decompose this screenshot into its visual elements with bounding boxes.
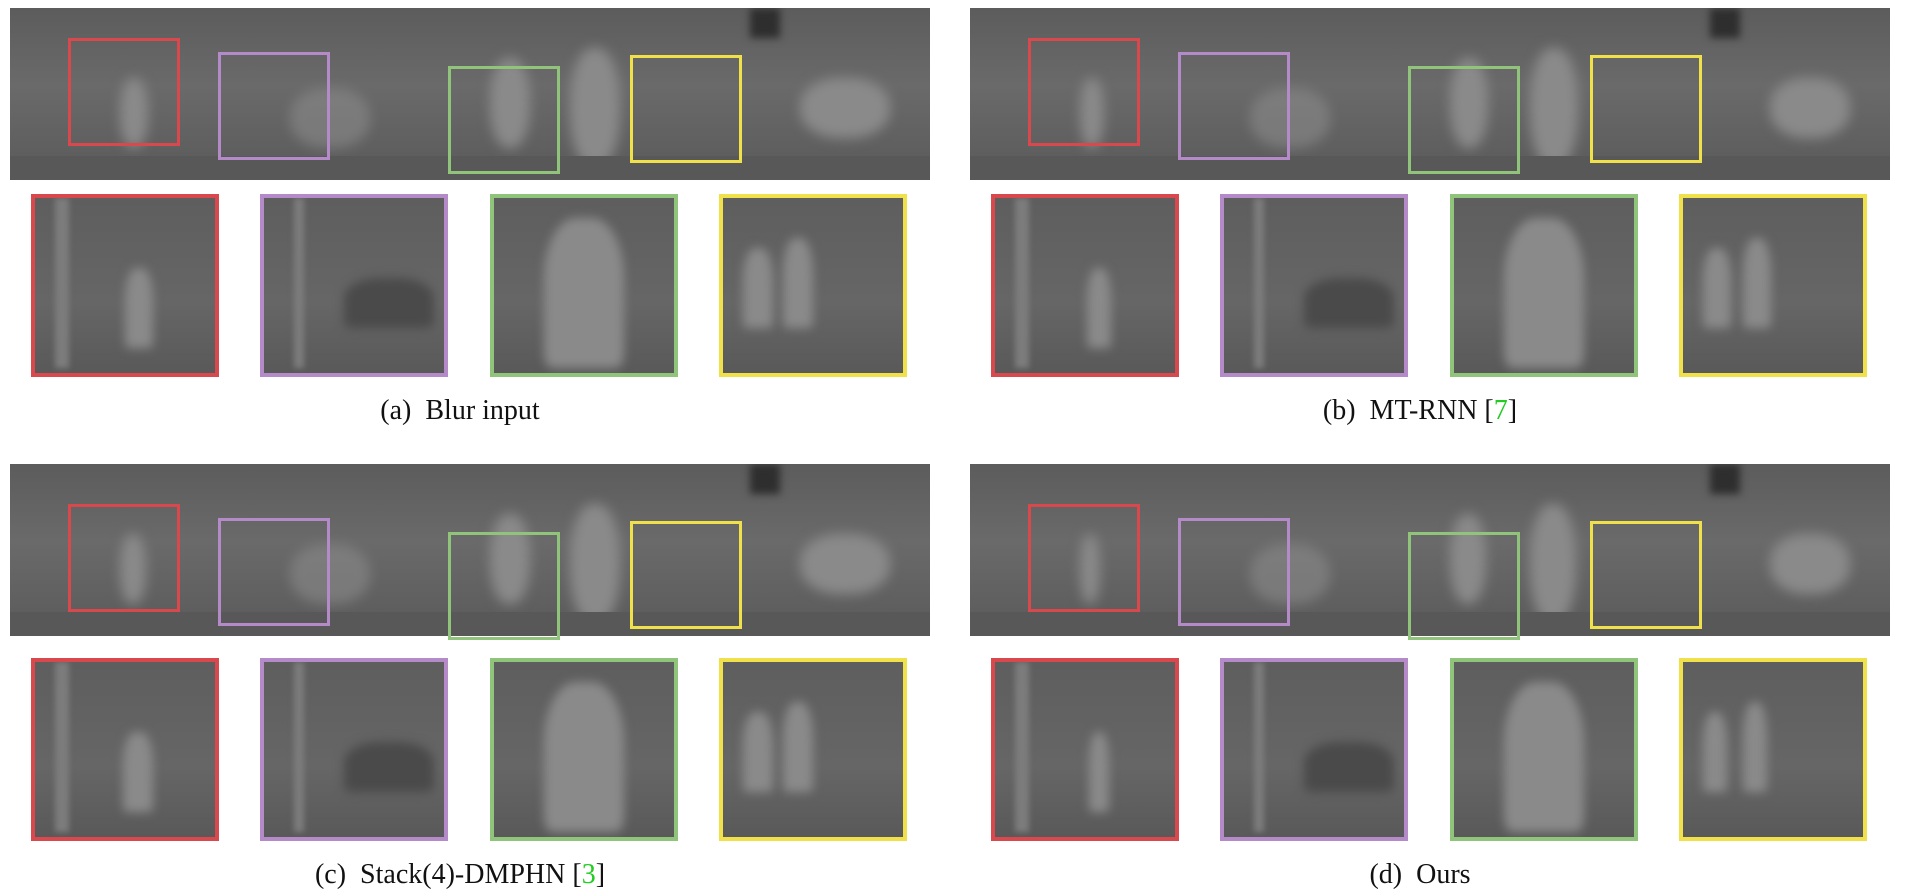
selection-box-green bbox=[448, 532, 560, 640]
selection-box-red bbox=[68, 504, 180, 612]
crop-purple bbox=[260, 658, 448, 841]
wide-thermal-image bbox=[10, 8, 930, 180]
crop-green bbox=[490, 194, 678, 377]
crop-red bbox=[31, 194, 219, 377]
caption: (a) Blur input bbox=[380, 395, 540, 426]
panel-mt-rnn: (b) MT-RNN [7] bbox=[960, 0, 1890, 446]
citation-link[interactable]: 3 bbox=[581, 859, 596, 890]
crop-red bbox=[991, 658, 1179, 841]
crop-purple bbox=[260, 194, 448, 377]
crop-yellow bbox=[1679, 194, 1867, 377]
citation-link[interactable]: 7 bbox=[1493, 395, 1508, 426]
crop-purple bbox=[1220, 658, 1408, 841]
selection-box-green bbox=[1408, 532, 1520, 640]
selection-box-red bbox=[68, 38, 180, 146]
crop-green bbox=[490, 658, 678, 841]
caption: (d) Ours bbox=[1369, 859, 1471, 890]
selection-box-yellow bbox=[630, 521, 742, 629]
selection-box-green bbox=[448, 66, 560, 174]
panel-stack4-dmphn: (c) Stack(4)-DMPHN [3] bbox=[0, 446, 930, 892]
crop-yellow bbox=[719, 658, 907, 841]
selection-box-yellow bbox=[1590, 521, 1702, 629]
crop-green bbox=[1450, 194, 1638, 377]
crop-purple bbox=[1220, 194, 1408, 377]
selection-box-purple bbox=[1178, 52, 1290, 160]
wide-thermal-image bbox=[10, 464, 930, 636]
panel-ours: (d) Ours bbox=[960, 446, 1890, 892]
selection-box-yellow bbox=[1590, 55, 1702, 163]
caption: (b) MT-RNN [7] bbox=[1322, 395, 1518, 426]
selection-box-red bbox=[1028, 504, 1140, 612]
crop-red bbox=[991, 194, 1179, 377]
crop-red bbox=[31, 658, 219, 841]
wide-thermal-image bbox=[970, 8, 1890, 180]
caption: (c) Stack(4)-DMPHN [3] bbox=[314, 859, 606, 890]
crop-green bbox=[1450, 658, 1638, 841]
wide-thermal-image bbox=[970, 464, 1890, 636]
crop-yellow bbox=[719, 194, 907, 377]
crop-yellow bbox=[1679, 658, 1867, 841]
selection-box-yellow bbox=[630, 55, 742, 163]
selection-box-red bbox=[1028, 38, 1140, 146]
selection-box-green bbox=[1408, 66, 1520, 174]
selection-box-purple bbox=[218, 518, 330, 626]
panel-blur-input: (a) Blur input bbox=[0, 0, 930, 446]
selection-box-purple bbox=[218, 52, 330, 160]
selection-box-purple bbox=[1178, 518, 1290, 626]
